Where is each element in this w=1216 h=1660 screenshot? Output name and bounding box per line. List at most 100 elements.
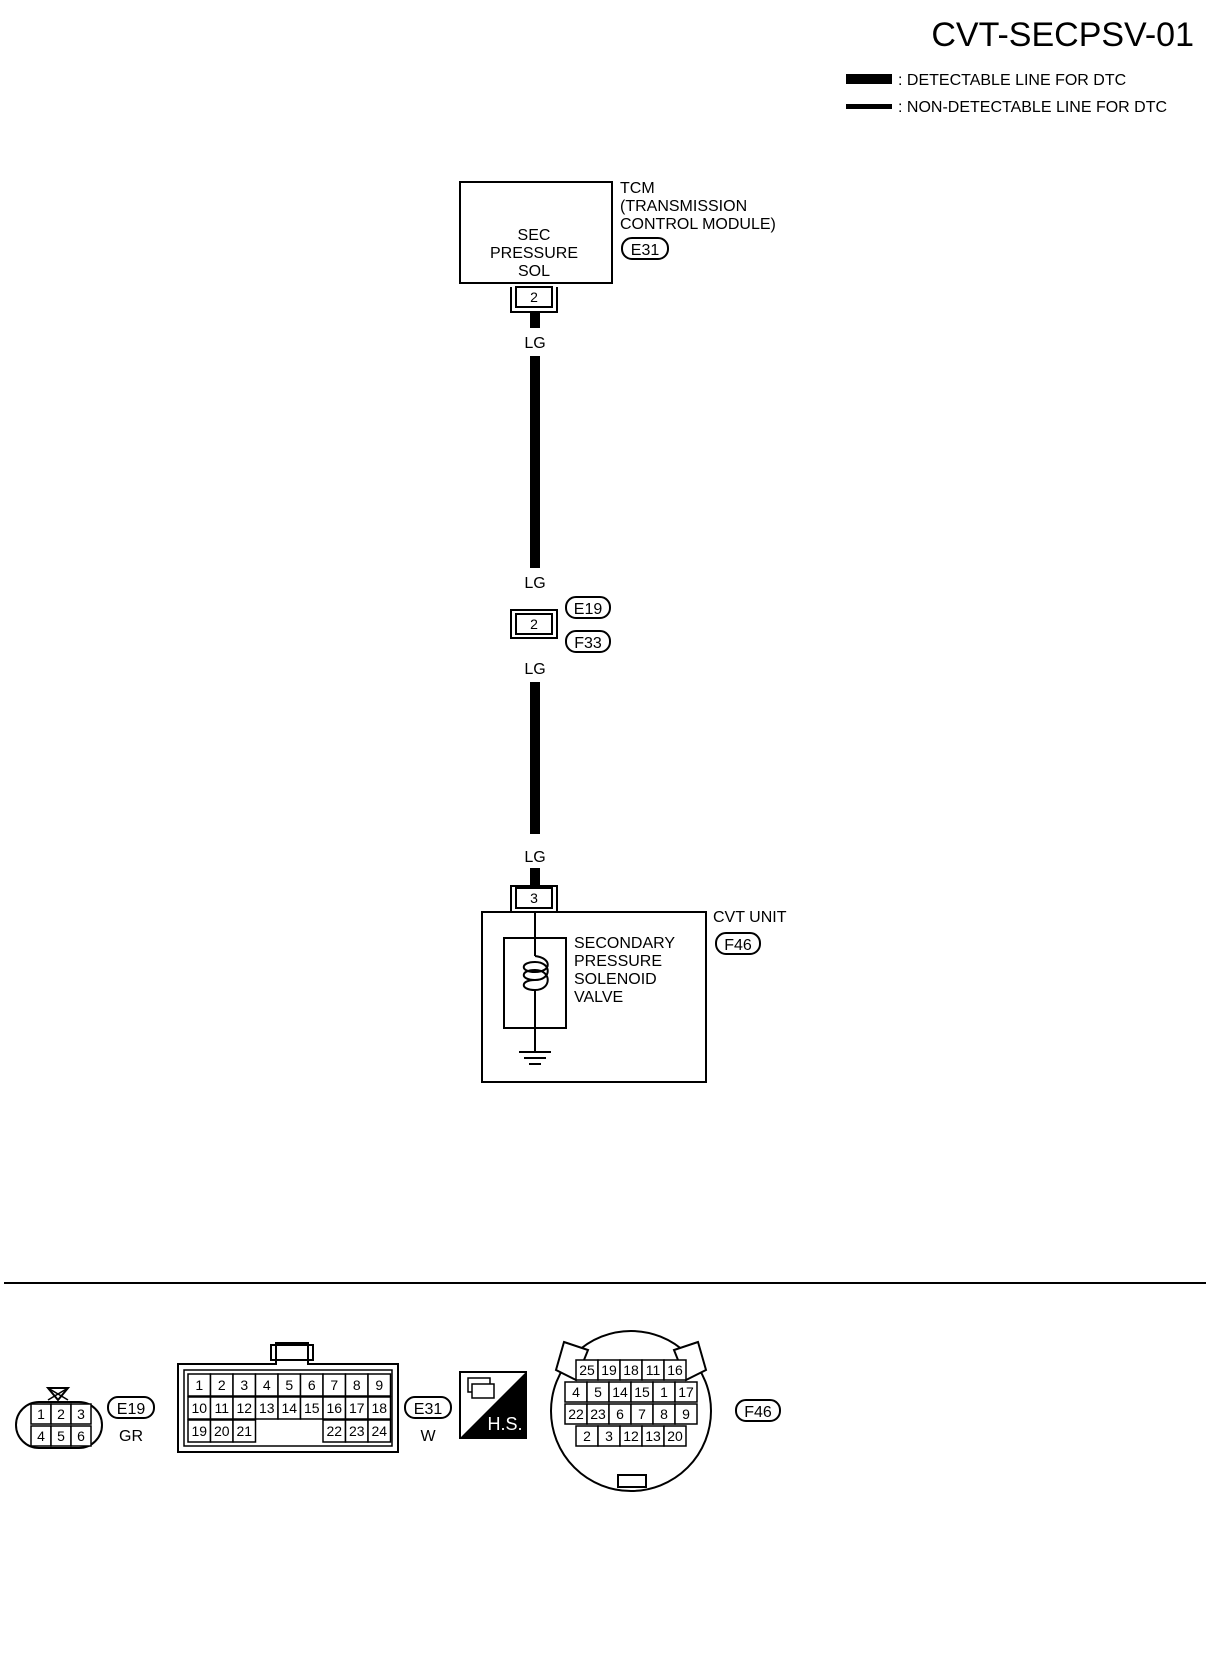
- e19-pin-6-label: 6: [77, 1428, 85, 1444]
- f46-pin-18-label: 18: [623, 1362, 639, 1378]
- legend-detectable-swatch: [846, 74, 892, 84]
- f46-pin-1-label: 1: [660, 1384, 668, 1400]
- f46-pin-20-cell: [663, 1425, 687, 1447]
- tcm-internal-label-1: SEC: [518, 227, 551, 244]
- e31-pin-23-label: 23: [349, 1423, 365, 1439]
- e19-id: E19: [117, 1401, 146, 1418]
- ground-icon: [519, 1051, 551, 1065]
- f46-pin-17-cell: [674, 1381, 698, 1403]
- junction-pin-box: [515, 613, 553, 635]
- tcm-box: [459, 181, 613, 284]
- tcm-name-line-2: (TRANSMISSION: [620, 198, 747, 215]
- diagram-title: CVT-SECPSV-01: [931, 16, 1194, 54]
- e31-pin-21-cell: [232, 1419, 257, 1443]
- f46-pin-23-label: 23: [590, 1406, 606, 1422]
- tcm-connector-id: E31: [631, 242, 660, 259]
- legend-non-detectable-text: : NON-DETECTABLE LINE FOR DTC: [898, 99, 1167, 116]
- e31-pin-3-label: 3: [240, 1377, 248, 1393]
- f46-pin-14-label: 14: [612, 1384, 628, 1400]
- e19-color: GR: [119, 1428, 143, 1445]
- e31-pin-8-label: 8: [353, 1377, 361, 1393]
- tcm-name-line-3: CONTROL MODULE): [620, 216, 776, 233]
- junction-connector: 2 E19 F33: [510, 596, 611, 653]
- tcm-pin-number: 2: [530, 289, 538, 305]
- e31-id: E31: [414, 1401, 443, 1418]
- e31-pin-6-label: 6: [308, 1377, 316, 1393]
- tcm-connector-badge: [621, 237, 669, 260]
- legend-non-detectable-swatch: [846, 104, 892, 109]
- junction-pin-number: 2: [530, 616, 538, 632]
- e31-pin-20-label: 20: [214, 1423, 230, 1439]
- e19-pin-3-label: 3: [77, 1406, 85, 1422]
- f46-pin-2-label: 2: [583, 1428, 591, 1444]
- f46-pin-15-label: 15: [634, 1384, 650, 1400]
- f46-pin-19-label: 19: [601, 1362, 617, 1378]
- e19-pin-2-label: 2: [57, 1406, 65, 1422]
- e31-color: W: [420, 1428, 436, 1445]
- f46-pin-7-label: 7: [638, 1406, 646, 1422]
- e31-pin-4-label: 4: [263, 1377, 271, 1393]
- cvt-internal-label-1: SECONDARY: [574, 935, 675, 952]
- tcm-pin-box: [515, 286, 553, 308]
- cvt-connector-id: F46: [724, 937, 752, 954]
- f46-pin-8-label: 8: [660, 1406, 668, 1422]
- wire-segment-bottom-stub: [530, 868, 540, 886]
- e31-pin-5-label: 5: [285, 1377, 293, 1393]
- e31-badge: [404, 1396, 452, 1419]
- f46-pin-5-label: 5: [594, 1384, 602, 1400]
- junction-top-connector-badge: [565, 596, 611, 619]
- wire-color-label-2: LG: [524, 575, 545, 592]
- e19-pin-1-label: 1: [37, 1406, 45, 1422]
- f46-pin-9-label: 9: [682, 1406, 690, 1422]
- e19-housing: [15, 1401, 103, 1449]
- wire-color-label-3: LG: [524, 661, 545, 678]
- e31-pin-16-label: 16: [326, 1400, 342, 1416]
- legend: : DETECTABLE LINE FOR DTC : NON-DETECTAB…: [846, 72, 1167, 116]
- e31-pin-13-label: 13: [259, 1400, 275, 1416]
- hs-connector-icon-2: [471, 1383, 495, 1399]
- cvt-pin-box: [515, 887, 553, 909]
- e31-pin-18-cell: [367, 1396, 392, 1420]
- e19-pin-6-cell: [70, 1425, 92, 1447]
- e31-pin-9-cell: [367, 1373, 392, 1397]
- e31-pin-9-label: 9: [375, 1377, 383, 1393]
- wire-color-label-1: LG: [524, 335, 545, 352]
- e19-key-mark-2: [47, 1387, 69, 1401]
- e31-pin-24-label: 24: [371, 1423, 387, 1439]
- e31-pin-24-cell: [367, 1419, 392, 1443]
- e19-key-icon: [45, 1387, 71, 1402]
- e31-face: [183, 1369, 393, 1447]
- e31-pin-12-label: 12: [236, 1400, 252, 1416]
- cvt-internal-label-3: SOLENOID: [574, 971, 657, 988]
- e19-pin-3-cell: [70, 1403, 92, 1425]
- cvt-unit-box: [481, 911, 707, 1083]
- f46-pin-9-cell: [674, 1403, 698, 1425]
- f46-pin-17-label: 17: [678, 1384, 694, 1400]
- legend-detectable-text: : DETECTABLE LINE FOR DTC: [898, 72, 1126, 89]
- junction-top-connector-id: E19: [574, 601, 603, 618]
- f46-pin-16-cell: [663, 1359, 687, 1381]
- wire-segment-2: [530, 682, 540, 834]
- e19-pin-5-label: 5: [57, 1428, 65, 1444]
- e31-pin-22-label: 22: [326, 1423, 342, 1439]
- f46-badge: [735, 1399, 781, 1422]
- hs-fill: [460, 1372, 526, 1438]
- e31-pin-7-label: 7: [330, 1377, 338, 1393]
- f46-pin-4-label: 4: [572, 1384, 580, 1400]
- f46-pin-3-label: 3: [605, 1428, 613, 1444]
- cvt-internal-label-2: PRESSURE: [574, 953, 662, 970]
- e31-latch: [270, 1344, 314, 1361]
- coil-icon: [522, 955, 549, 992]
- e31-pin-10-label: 10: [191, 1400, 207, 1416]
- f46-pin-6-label: 6: [616, 1406, 624, 1422]
- e31-pin-1-label: 1: [195, 1377, 203, 1393]
- cvt-internal-label-4: VALVE: [574, 989, 623, 1006]
- e31-pin-15-label: 15: [304, 1400, 320, 1416]
- wire-segment-1: [530, 356, 540, 568]
- cvt-unit: 3 CVT UNIT F46 SECONDARY PRESSURE SOLENO…: [481, 885, 787, 1083]
